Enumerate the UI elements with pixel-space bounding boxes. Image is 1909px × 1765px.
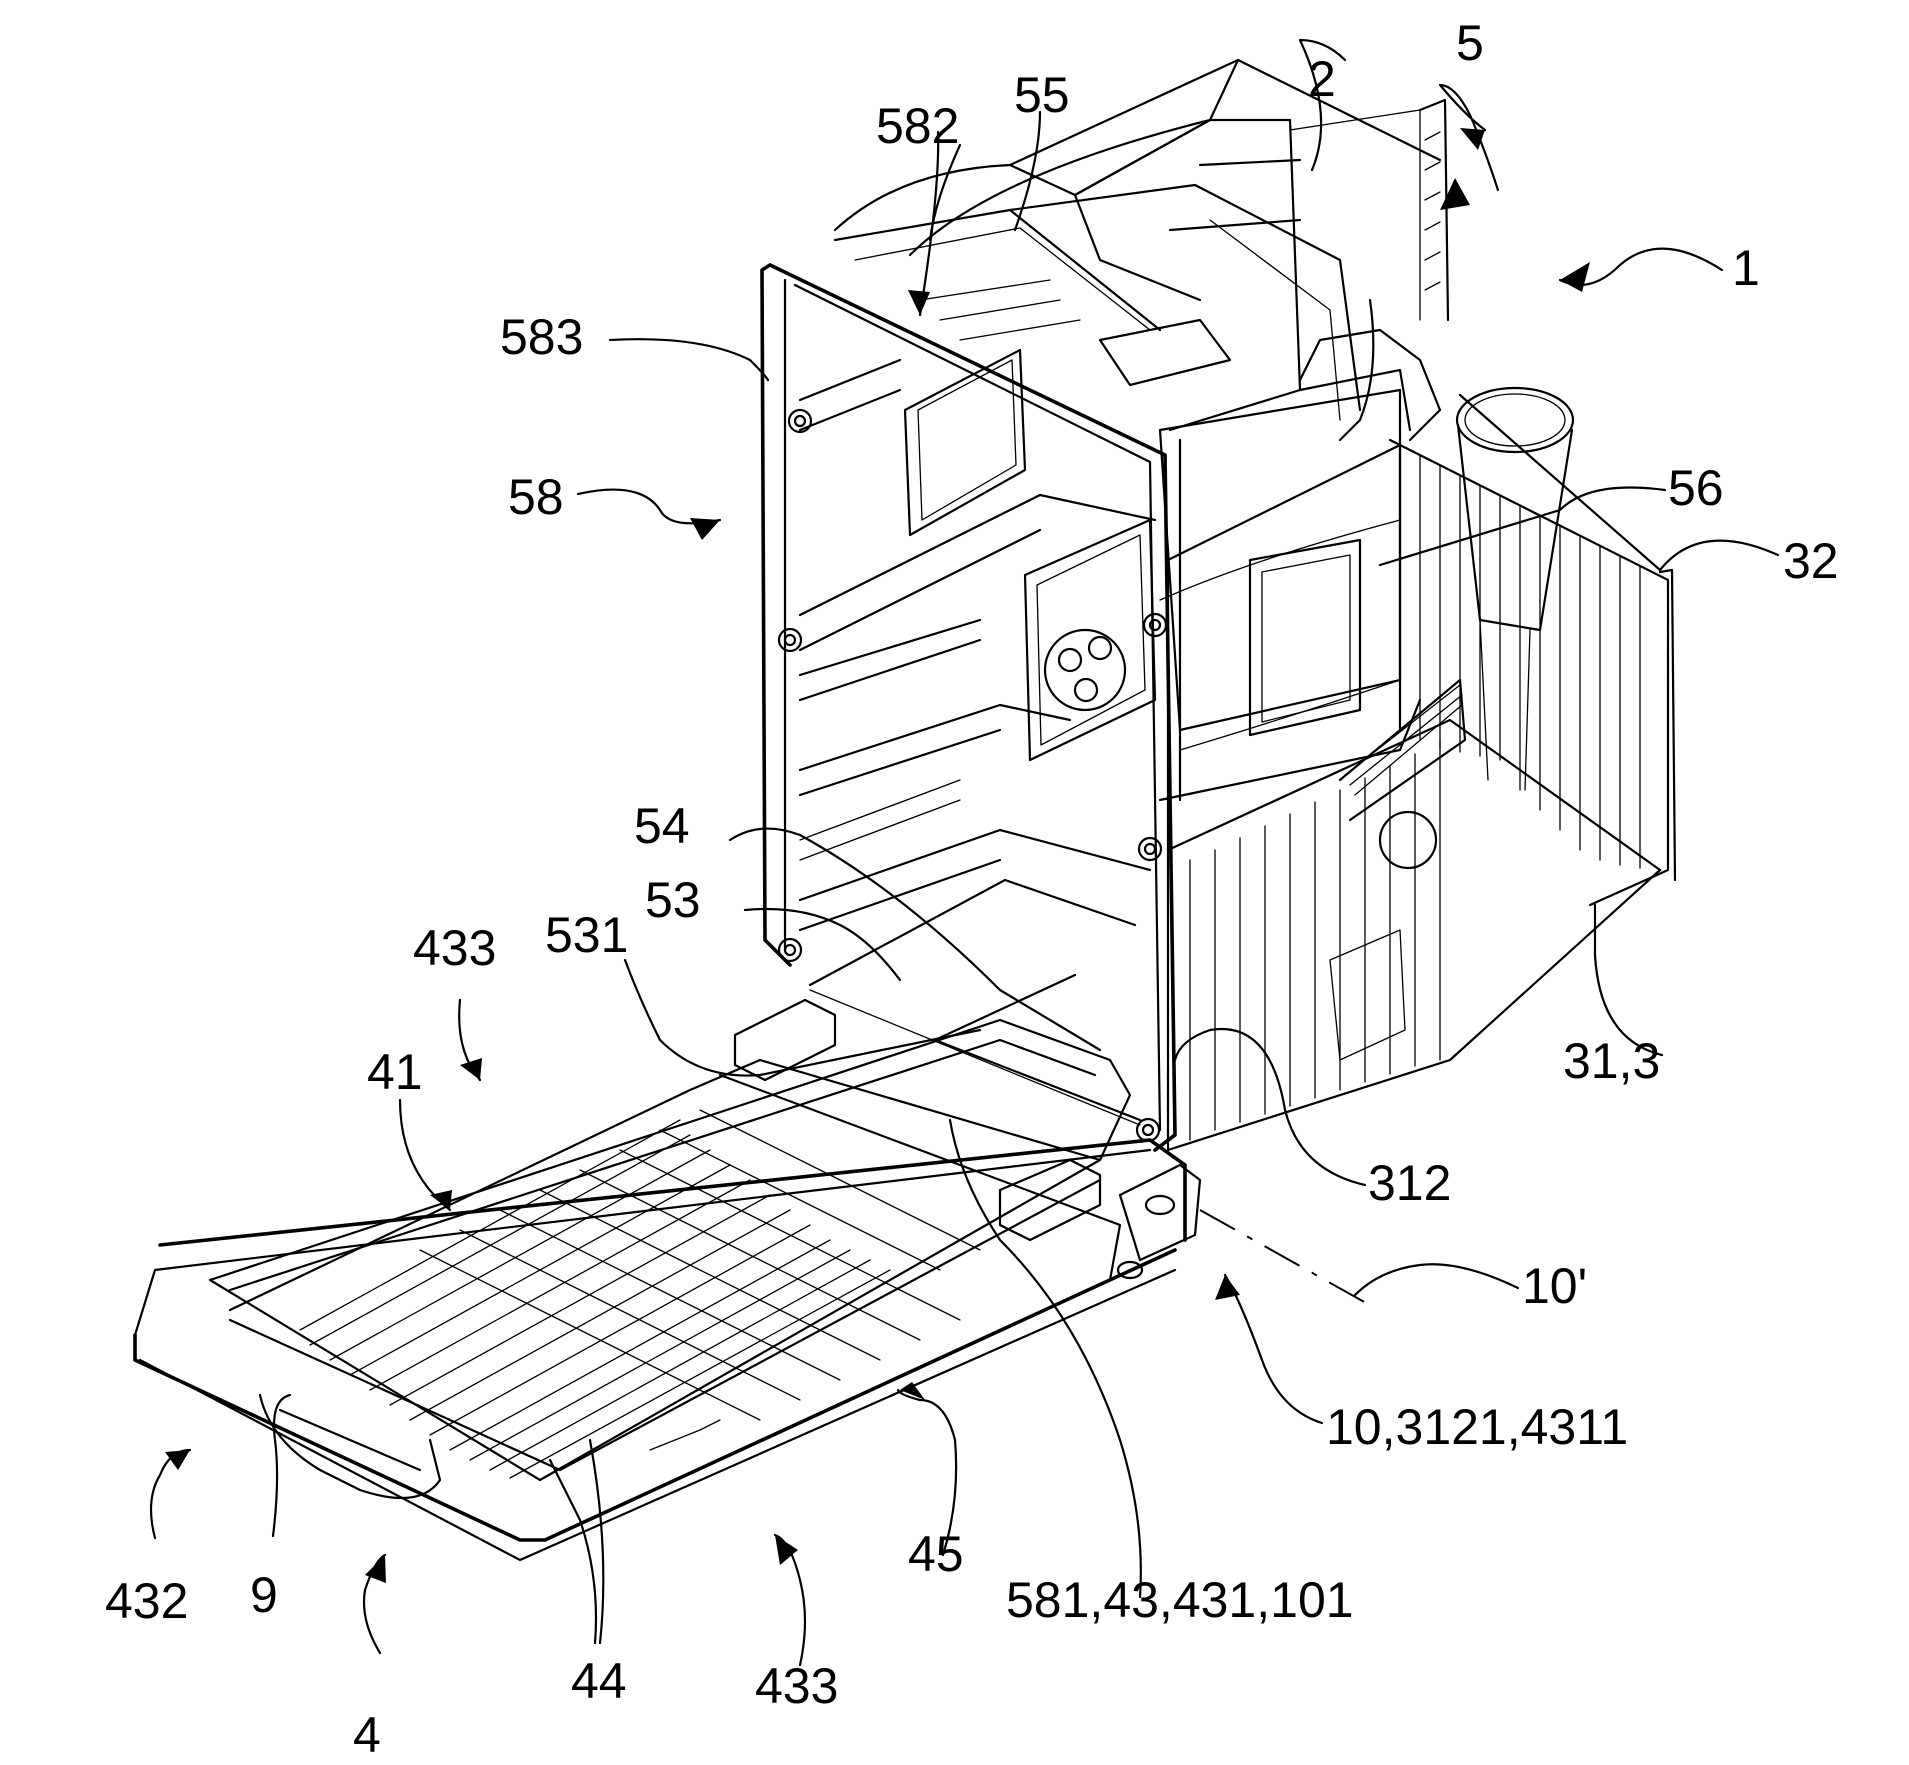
label-53: 53 bbox=[645, 872, 701, 928]
label-54: 54 bbox=[634, 798, 690, 854]
label-433-top: 433 bbox=[413, 920, 496, 976]
label-531: 531 bbox=[545, 907, 628, 963]
label-10-prime: 10' bbox=[1522, 1258, 1587, 1314]
label-9: 9 bbox=[250, 1567, 278, 1623]
label-44: 44 bbox=[571, 1653, 627, 1709]
label-5: 5 bbox=[1456, 15, 1484, 71]
label-1: 1 bbox=[1732, 240, 1760, 296]
label-58: 58 bbox=[508, 469, 564, 525]
label-41: 41 bbox=[367, 1044, 423, 1100]
label-2: 2 bbox=[1308, 51, 1336, 107]
center-body bbox=[1160, 390, 1420, 800]
label-432: 432 bbox=[105, 1573, 188, 1629]
label-433-bottom: 433 bbox=[755, 1658, 838, 1714]
label-583: 583 bbox=[500, 309, 583, 365]
front-panel bbox=[762, 265, 1175, 1150]
label-581-43-431-101: 581,43,431,101 bbox=[1006, 1572, 1354, 1628]
label-32: 32 bbox=[1783, 533, 1839, 589]
label-55: 55 bbox=[1014, 67, 1070, 123]
label-45: 45 bbox=[908, 1526, 964, 1582]
label-56: 56 bbox=[1668, 460, 1724, 516]
label-582: 582 bbox=[876, 98, 959, 154]
arrowheads bbox=[165, 128, 1590, 1583]
label-312: 312 bbox=[1368, 1155, 1451, 1211]
label-4: 4 bbox=[353, 1707, 381, 1763]
label-31-3: 31,3 bbox=[1563, 1033, 1660, 1089]
label-10-3121-4311: 10,3121,4311 bbox=[1326, 1399, 1628, 1455]
